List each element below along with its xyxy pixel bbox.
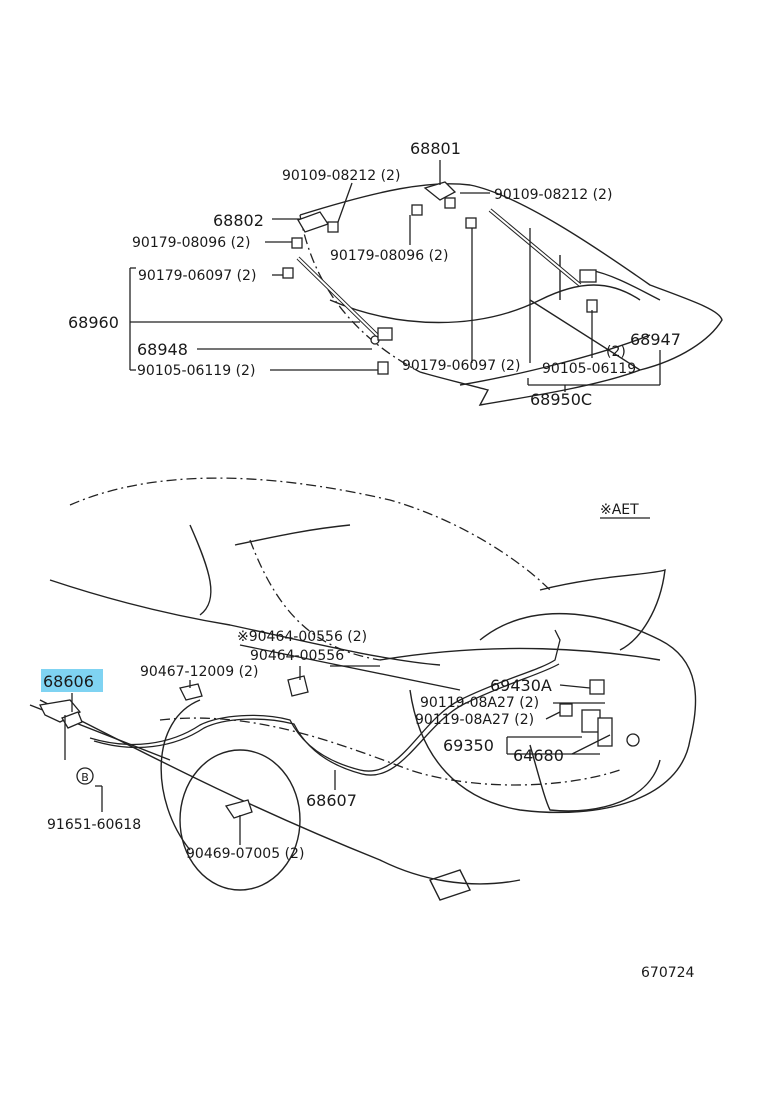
callout-68950c[interactable]: 68950C [530,390,592,409]
leader-lines-bottom [64,517,650,845]
selected-part-highlight [41,669,103,692]
callout-64680[interactable]: 64680 [513,746,564,765]
callout-90179-08096-b[interactable]: 90179-08096 (2) [330,248,448,264]
callout-68948[interactable]: 68948 [137,340,188,359]
callout-90179-06097-b[interactable]: 90179-06097 (2) [402,358,520,374]
callout-90464-a[interactable]: ※90464-00556 (2) [237,629,367,645]
figure-number: 670724 [641,965,695,981]
callout-69350[interactable]: 69350 [443,736,494,755]
clip-90464 [287,675,309,697]
callout-90119-a[interactable]: 90119-08A27 (2) [420,695,539,711]
callout-90109-b[interactable]: 90109-08212 (2) [494,187,612,203]
clip-90469 [224,799,253,819]
leader-lines-top [129,160,661,392]
hinge-bracket-68802 [297,211,330,233]
lever-68606 [39,699,83,729]
callout-68606[interactable]: 68606 [43,672,94,691]
callout-90179-08096-a[interactable]: 90179-08096 (2) [132,235,250,251]
callout-90464-b[interactable]: 90464-00556 [250,648,344,664]
callout-91651[interactable]: 91651-60618 [47,817,141,833]
callout-68802[interactable]: 68802 [213,211,264,230]
callout-68947[interactable]: 68947 [630,330,681,349]
callout-68607[interactable]: 68607 [306,791,357,810]
hinge-bracket-68801 [423,181,457,201]
car-body-drawing [29,477,697,901]
callout-69430a[interactable]: 69430A [490,676,552,695]
lock-parts [559,679,640,747]
trunk-lid-drawing [299,183,723,406]
callout-qty-2: (2) [606,344,626,360]
callout-90105-a[interactable]: 90105-06119 (2) [137,363,255,379]
clip-90467 [179,683,203,701]
release-cable-68607 [89,629,561,776]
callout-90109-a[interactable]: 90109-08212 (2) [282,168,400,184]
circle-b-label: B [81,771,89,784]
lid-strut-right [488,208,582,287]
callout-68801[interactable]: 68801 [410,139,461,158]
callout-68960[interactable]: 68960 [68,313,119,332]
callout-90105-b[interactable]: 90105-06119 [542,361,636,377]
callout-90179-06097-a[interactable]: 90179-06097 (2) [138,268,256,284]
callout-90119-b[interactable]: 90119-08A27 (2) [415,712,534,728]
callout-90467[interactable]: 90467-12009 (2) [140,664,258,680]
callout-90469[interactable]: 90469-07005 (2) [186,846,304,862]
reference-circle-b: B [76,767,94,785]
note-aet: ※AET [600,502,639,518]
bolt-icons-top [282,197,598,375]
lid-strut-left [296,256,382,345]
